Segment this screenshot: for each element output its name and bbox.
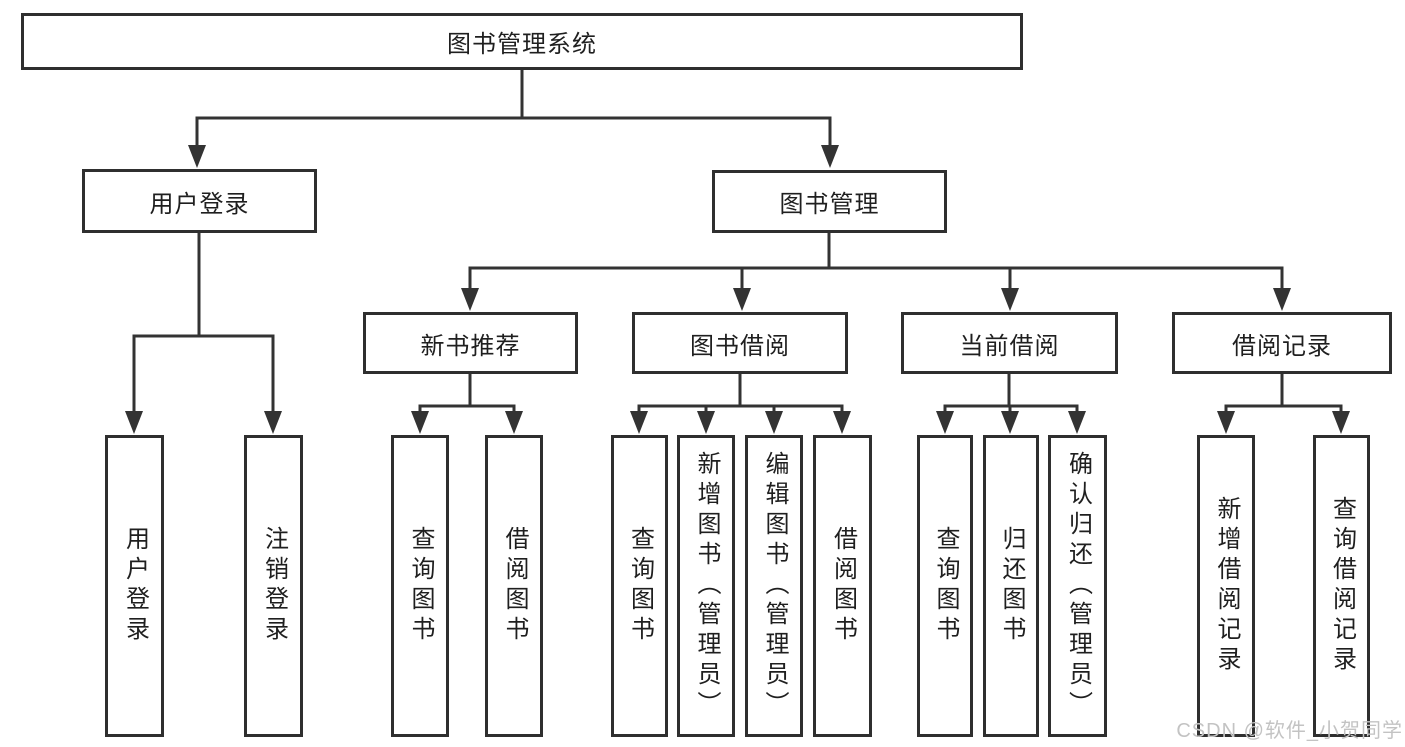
node-leaf-query-borrow-record: 查询借阅记录: [1313, 435, 1370, 737]
node-leaf-return-books: 归还图书: [983, 435, 1039, 737]
connector-current-borrow-fan: [943, 374, 1079, 412]
node-book-borrow: 图书借阅: [632, 312, 848, 374]
connector-book-mgmt-fan: [468, 233, 1284, 289]
node-library-system: 图书管理系统: [21, 13, 1023, 70]
node-new-book-recommend: 新书推荐: [363, 312, 578, 374]
node-leaf-add-books-admin: 新增图书（管理员）: [677, 435, 735, 737]
connector-borrow-record-fan: [1224, 374, 1343, 412]
node-leaf-current-query-books: 查询图书: [917, 435, 973, 737]
node-leaf-edit-books-admin: 编辑图书（管理员）: [745, 435, 803, 737]
arrowheads: [125, 145, 1350, 434]
node-user-login: 用户登录: [82, 169, 317, 233]
node-current-borrow: 当前借阅: [901, 312, 1118, 374]
node-leaf-user-login: 用户登录: [105, 435, 164, 737]
node-leaf-add-borrow-record: 新增借阅记录: [1197, 435, 1255, 737]
node-borrow-record: 借阅记录: [1172, 312, 1392, 374]
node-leaf-recommend-borrow-books: 借阅图书: [485, 435, 543, 737]
node-leaf-recommend-query-books: 查询图书: [391, 435, 449, 737]
connector-book-borrow-fan: [637, 374, 844, 412]
connector-user-login-fan: [132, 233, 275, 412]
node-leaf-confirm-return-admin: 确认归还（管理员）: [1048, 435, 1107, 737]
node-leaf-borrow-books: 借阅图书: [813, 435, 872, 737]
connector-root-fan: [195, 70, 832, 146]
node-leaf-borrow-query-books: 查询图书: [611, 435, 668, 737]
csdn-watermark: CSDN @软件_小贺同学: [1176, 720, 1403, 742]
node-leaf-logout: 注销登录: [244, 435, 303, 737]
node-book-management: 图书管理: [712, 170, 947, 233]
connector-new-book-rec-fan: [418, 374, 516, 412]
